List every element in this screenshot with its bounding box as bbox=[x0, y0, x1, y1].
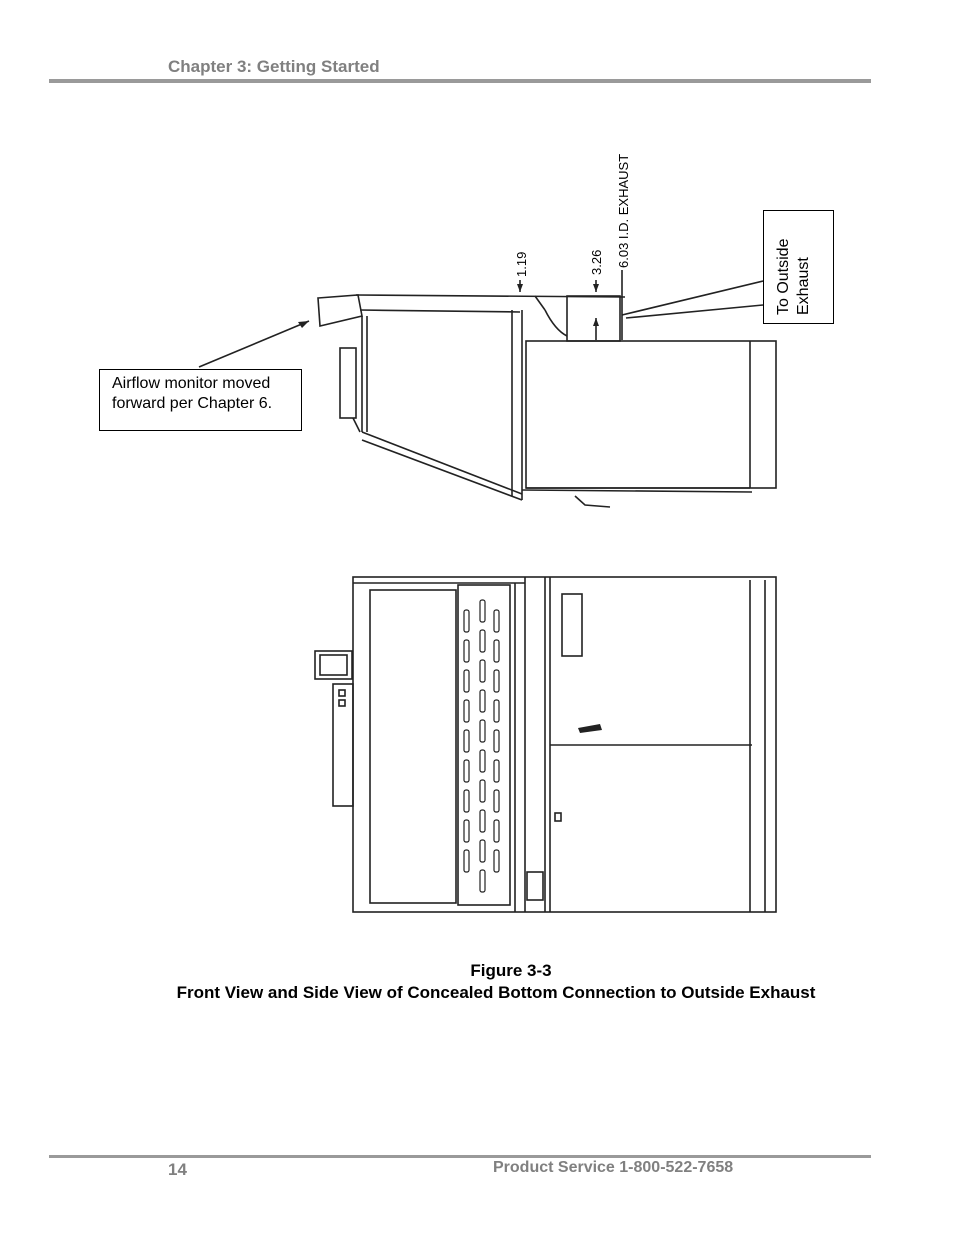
airflow-callout: Airflow monitor moved forward per Chapte… bbox=[99, 369, 302, 431]
exhaust-callout: To Outside Exhaust bbox=[763, 210, 834, 324]
airflow-callout-line2: forward per Chapter 6. bbox=[112, 395, 273, 412]
page-number: 14 bbox=[168, 1160, 187, 1179]
airflow-monitor-housing bbox=[317, 294, 363, 327]
exhaust-callout-text: To Outside Exhaust bbox=[775, 238, 812, 315]
chapter-header: Chapter 3: Getting Started bbox=[168, 57, 380, 76]
airflow-callout-line1: Airflow monitor moved bbox=[112, 375, 271, 392]
footer-rule bbox=[49, 1155, 871, 1158]
figure-caption: Front View and Side View of Concealed Bo… bbox=[176, 983, 816, 1002]
header-rule bbox=[49, 79, 871, 83]
figure-number: Figure 3-3 bbox=[470, 961, 552, 980]
product-service-phone: Product Service 1-800-522-7658 bbox=[493, 1159, 734, 1176]
dimension-1-19: 1.19 bbox=[514, 251, 529, 277]
dimension-exhaust-id: 6.03 I.D. EXHAUST bbox=[616, 153, 631, 268]
dimension-3-26: 3.26 bbox=[589, 249, 604, 275]
